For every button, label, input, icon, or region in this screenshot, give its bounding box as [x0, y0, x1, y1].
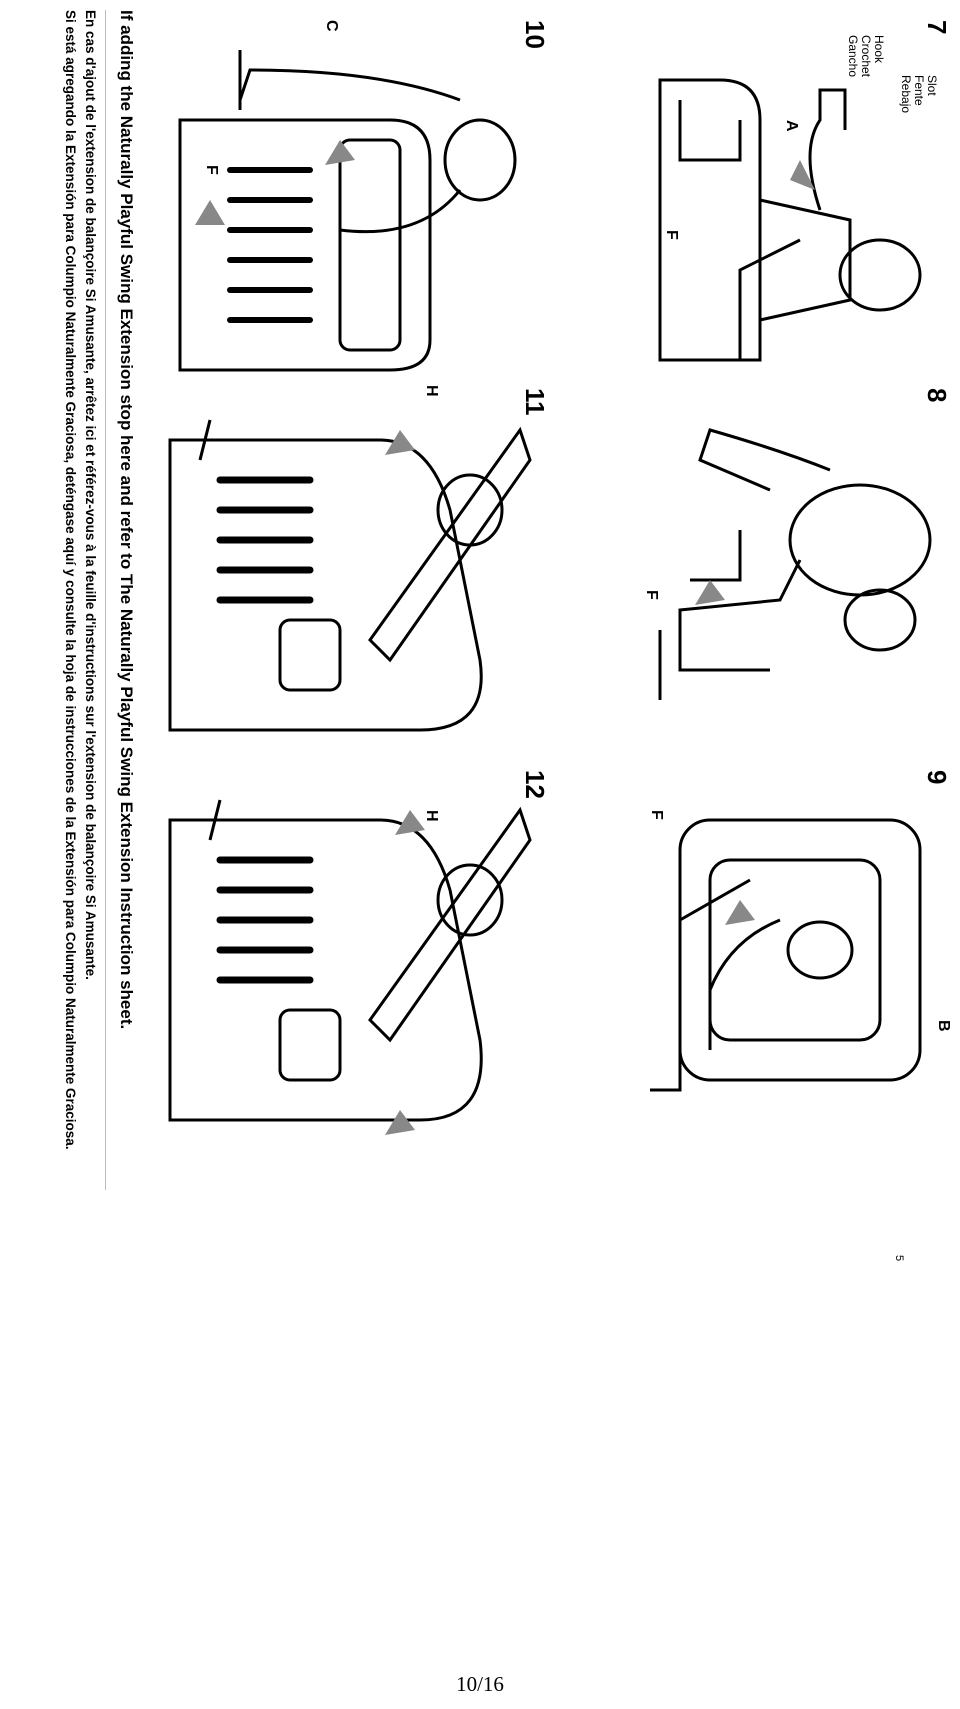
step-9-illustration [650, 818, 922, 1092]
manual-page-number: 5 [893, 1255, 905, 1262]
step-11-illustration [168, 419, 532, 732]
label-h: H [423, 385, 440, 397]
step-number-8: 8 [922, 388, 952, 403]
page-footer: 10/16 [456, 1672, 504, 1696]
step-8-illustration [658, 428, 932, 700]
step-12-illustration [168, 799, 532, 1135]
notice-english: If adding the Naturally Playful Swing Ex… [117, 10, 136, 1030]
rotated-manual-page: 7 Slot Fente Rebajo Hook Crochet Gancho … [63, 10, 952, 1262]
step-number-7: 7 [922, 20, 952, 35]
divider-line [105, 10, 106, 1190]
step-10-illustration [178, 50, 517, 372]
step-number-9: 9 [922, 770, 952, 785]
notice-spanish: Si está agregando la Extensión para Colu… [63, 10, 78, 1150]
notice-french: En cas d'ajout de l'extension de balanço… [83, 10, 98, 980]
label-c: C [323, 20, 340, 32]
step-7-illustration [658, 78, 922, 362]
